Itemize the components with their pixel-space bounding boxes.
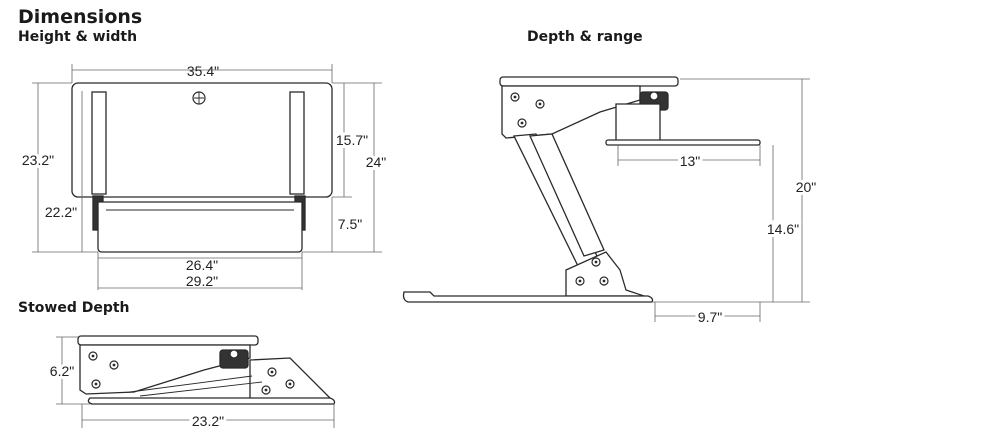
base-offset-label: 9.7"	[698, 309, 722, 325]
keyboard-height-label: 14.6"	[767, 221, 799, 237]
stowed-upper-bracket	[79, 344, 251, 395]
stowed-surface	[77, 335, 259, 346]
height-keyboard-label: 7.5"	[338, 216, 362, 232]
stowed-height-label: 6.2"	[50, 363, 74, 379]
rear-leg	[529, 133, 605, 257]
left-upright	[91, 91, 107, 195]
stowed-depth-label: 23.2"	[192, 413, 224, 429]
stowed-base	[87, 397, 336, 405]
keyboard-depth-label: 13"	[680, 153, 701, 169]
keyboard-tray	[97, 201, 303, 253]
height-left-label: 23.2"	[22, 152, 54, 168]
width-keyboard-label: 26.4"	[186, 257, 218, 273]
keyboard-arm	[615, 103, 661, 143]
height-total-label: 24"	[366, 154, 387, 170]
max-height-label: 20"	[796, 179, 817, 195]
height-lower-label: 22.2"	[45, 204, 77, 220]
side-view-title: Depth & range	[527, 29, 643, 45]
front-view-title: Height & width	[18, 29, 138, 45]
side-view: 13" 20" 14.6" 9.7"	[402, 76, 819, 328]
right-upright	[289, 91, 305, 195]
front-view: 35.4" 23.2" 22.2" 15.7" 24" 7.5"	[19, 63, 389, 290]
stowed-rear-bracket	[249, 357, 334, 401]
keyboard-tray-side	[605, 139, 761, 146]
desk-top-board	[71, 82, 333, 198]
upper-bracket	[501, 85, 641, 139]
width-total-label: 35.4"	[187, 63, 219, 79]
height-board-label: 15.7"	[336, 132, 368, 148]
page-title: Dimensions	[18, 6, 143, 28]
stowed-view: 6.2" 23.2"	[47, 335, 336, 432]
stowed-view-title: Stowed Depth	[18, 300, 130, 316]
desk-surface-side	[499, 76, 679, 87]
width-base-label: 29.2"	[186, 273, 218, 289]
